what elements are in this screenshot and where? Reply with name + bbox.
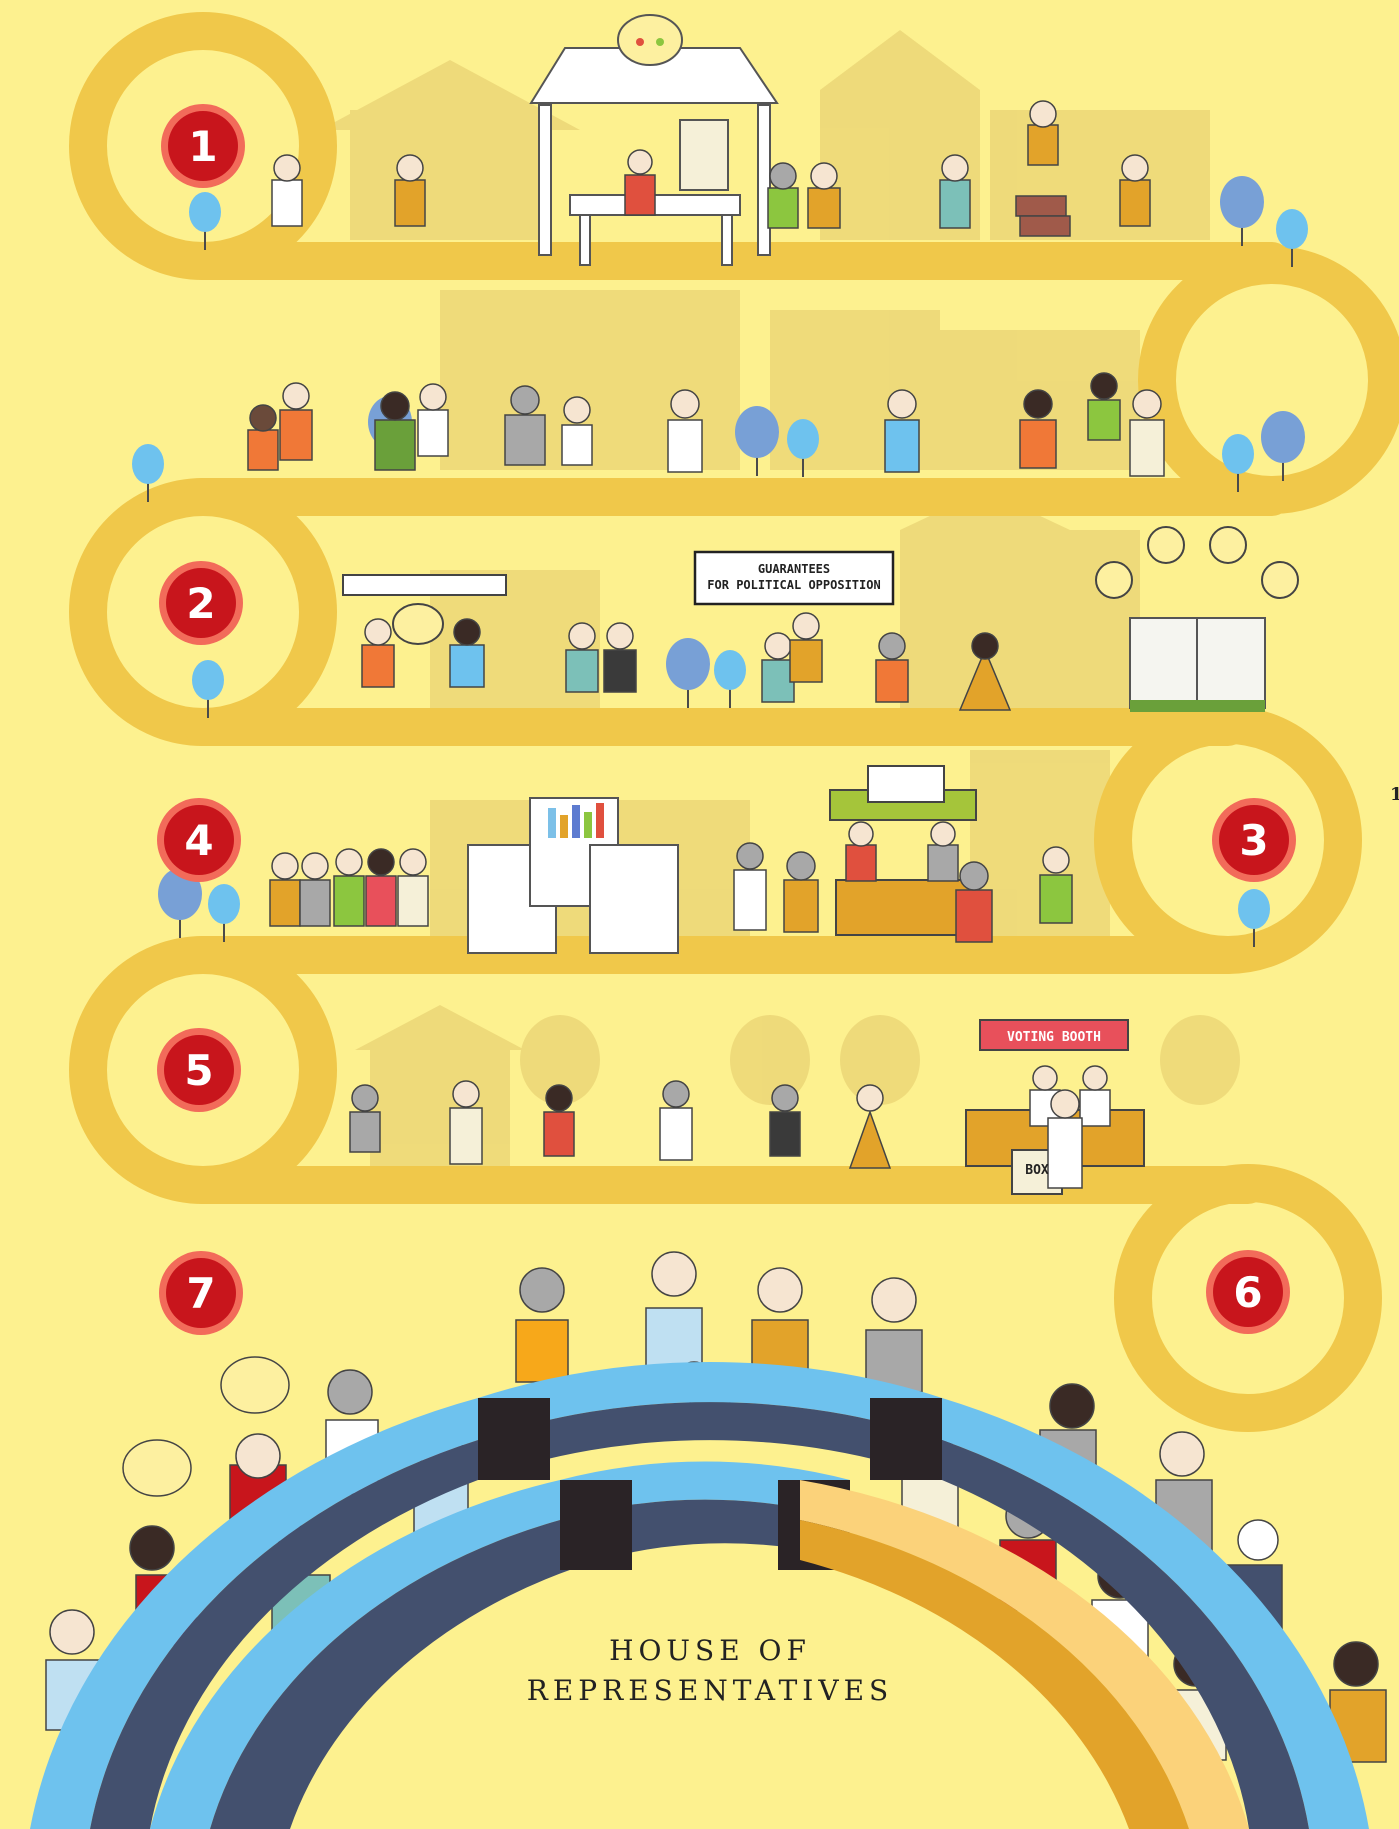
edge-fragment-text: 1 <box>1390 784 1399 805</box>
step-number-5: 5 <box>184 1046 213 1095</box>
ballot-box-label: BOX <box>1025 1163 1049 1178</box>
step-badges: 1 2 3 4 5 6 7 <box>157 104 1296 1335</box>
scene-2-opposition <box>342 526 1299 712</box>
step-badge-2: 2 <box>159 561 243 645</box>
step-badge-6: 6 <box>1206 1250 1290 1334</box>
step-number-7: 7 <box>186 1269 215 1318</box>
scene-4-results-board <box>467 797 679 954</box>
step-badge-5: 5 <box>157 1028 241 1112</box>
voting-booth-sign: VOTING BOOTH <box>1007 1030 1101 1045</box>
step-number-6: 6 <box>1233 1268 1262 1317</box>
guarantees-sign-line-2: FOR POLITICAL OPPOSITION <box>707 578 880 592</box>
parliament-arcs <box>30 1362 1369 1829</box>
step-badge-7: 7 <box>159 1251 243 1335</box>
house-title-line-1: HOUSE OF <box>609 1634 811 1667</box>
guarantees-sign-line-1: GUARANTEES <box>758 562 830 576</box>
step-number-3: 3 <box>1239 816 1268 865</box>
step-number-2: 2 <box>186 579 215 628</box>
scene-1-registration <box>529 14 779 266</box>
step-number-1: 1 <box>188 122 217 171</box>
step-number-4: 4 <box>184 816 213 865</box>
step-badge-1: 1 <box>161 104 245 188</box>
step-badge-4: 4 <box>157 798 241 882</box>
scene-3-information-booth <box>829 765 977 936</box>
step-badge-3: 3 <box>1212 798 1296 882</box>
house-title-line-2: REPRESENTATIVES <box>527 1674 893 1707</box>
